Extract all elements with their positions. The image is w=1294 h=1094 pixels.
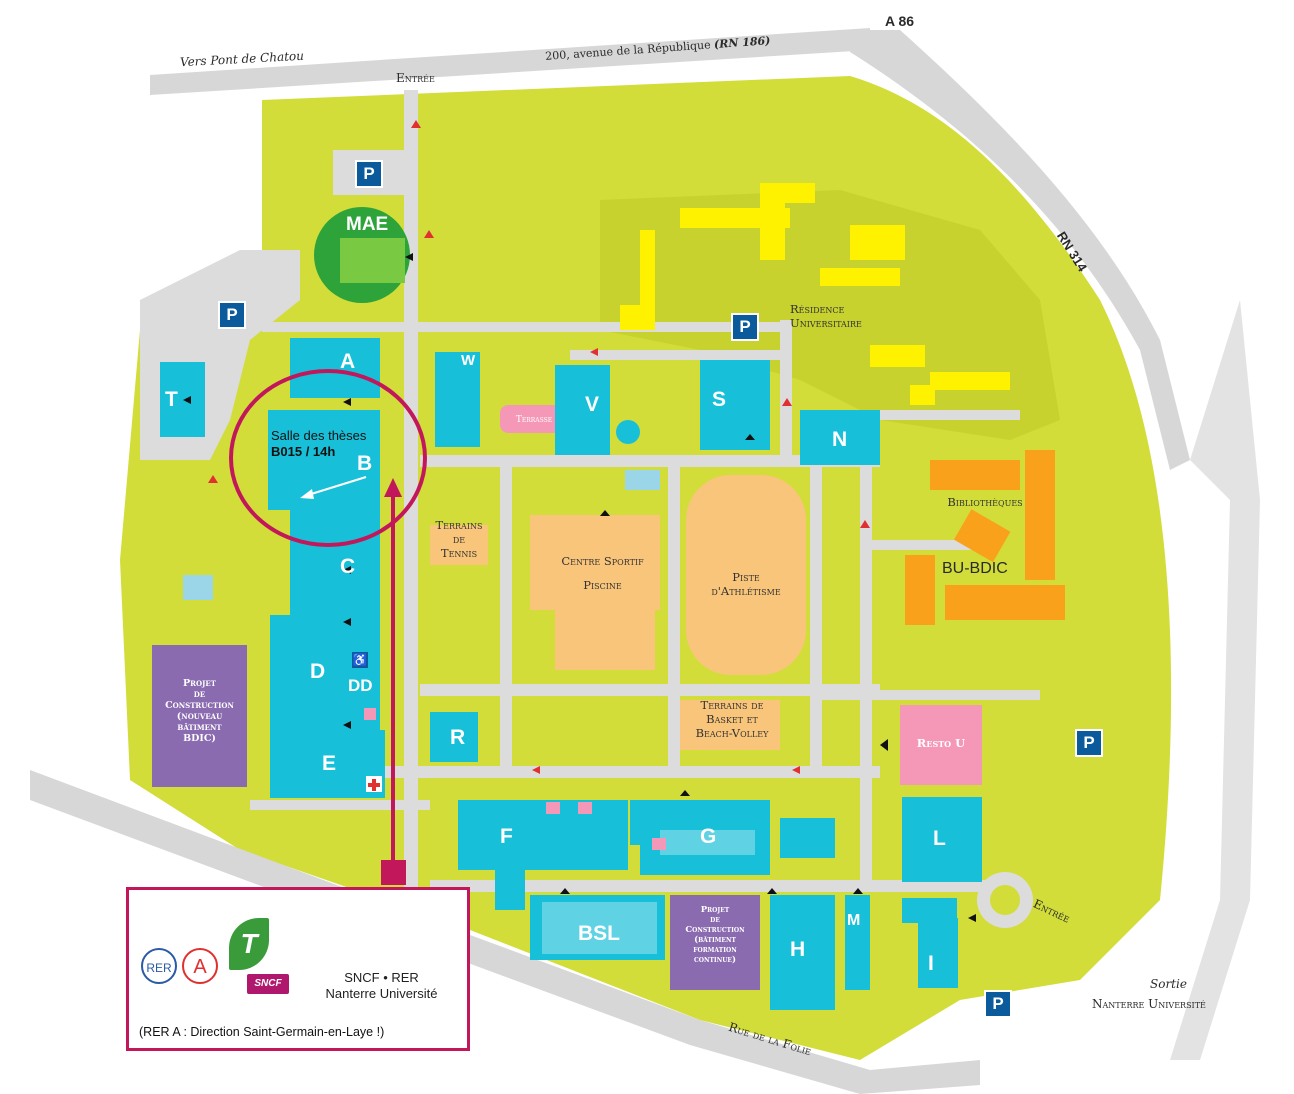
parking-icon-east: P xyxy=(1077,731,1101,755)
rer-line-a-icon: A xyxy=(182,948,218,984)
building-b-label: B xyxy=(357,452,373,475)
road-a86 xyxy=(850,30,1190,470)
parking-icon-north: P xyxy=(357,162,381,186)
building-c-label: C xyxy=(340,555,356,578)
building-t-label: T xyxy=(165,388,178,411)
building-h-label: H xyxy=(790,938,806,961)
wheelchair-icon: ♿ xyxy=(352,652,368,668)
building-d-label: D xyxy=(310,660,326,683)
building-l-label: L xyxy=(933,827,946,850)
library-buildings xyxy=(905,450,1065,625)
road-label-entree-top: Entrée xyxy=(396,71,435,85)
sport-areas xyxy=(430,475,806,750)
road-rn314 xyxy=(1170,300,1260,1060)
building-r-label: R xyxy=(450,726,466,749)
biblio-label: Bibliothèques xyxy=(947,495,1023,509)
parking-icon-west: P xyxy=(220,303,244,327)
building-w-label: W xyxy=(461,352,476,369)
door-markers xyxy=(183,253,976,922)
route-arrowhead xyxy=(384,478,402,497)
pointer-arrow-line xyxy=(307,476,367,496)
building-i-label: I xyxy=(928,952,934,975)
highlight-circle xyxy=(229,369,427,547)
direction-note: (RER A : Direction Saint-Germain-en-Laye… xyxy=(139,1025,385,1039)
internal-roads xyxy=(250,90,1040,940)
building-s-label: S xyxy=(712,388,727,411)
terrasse-label: Terrasse xyxy=(515,415,553,425)
parking-icon-residence: P xyxy=(733,315,757,339)
terrasse-area xyxy=(500,405,568,433)
building-bu-label: BU-BDIC xyxy=(942,560,1008,577)
road-avenue xyxy=(150,28,870,95)
project-1-area xyxy=(152,645,247,787)
thesis-room-label: Salle des thèses B015 / 14h xyxy=(271,428,367,459)
sncf-logo: SNCF xyxy=(247,974,289,994)
building-dd-label: DD xyxy=(348,676,373,695)
road-label-sortie-place: Nanterre Université xyxy=(1092,997,1206,1011)
resto-label: Resto U xyxy=(916,736,966,750)
parking-icon-south: P xyxy=(986,992,1010,1016)
mae-annex xyxy=(340,238,405,283)
tram-icon: T xyxy=(229,918,269,970)
roundabout-center xyxy=(990,885,1020,915)
building-m-label: M xyxy=(847,912,861,929)
building-f-label: F xyxy=(500,825,513,848)
bsl-inner xyxy=(542,902,657,954)
building-bsl-label: BSL xyxy=(578,922,620,945)
building-g-label: G xyxy=(700,825,717,848)
route-origin xyxy=(381,860,406,885)
station-name: SNCF • RER Nanterre Université xyxy=(325,970,438,1001)
building-e-label: E xyxy=(322,752,337,775)
entrance-markers xyxy=(208,120,870,774)
first-aid-cross-icon xyxy=(368,779,380,791)
building-mae-label: MAE xyxy=(346,214,389,235)
road-label-a86: A 86 xyxy=(885,13,915,29)
project-2-area xyxy=(670,895,760,990)
residence-buildings xyxy=(620,183,1010,405)
resto-building xyxy=(900,705,982,785)
building-a-label: A xyxy=(340,350,356,373)
g-inner xyxy=(660,830,755,855)
building-n-label: N xyxy=(832,428,848,451)
rer-icon: RER xyxy=(141,948,177,984)
pointer-arrowhead xyxy=(300,489,314,499)
transport-legend: RER A T SNCF SNCF • RER Nanterre Univers… xyxy=(126,887,470,1051)
building-v-label: V xyxy=(585,393,600,416)
road-label-sortie: Sortie xyxy=(1150,977,1187,991)
small-markers xyxy=(364,708,666,850)
